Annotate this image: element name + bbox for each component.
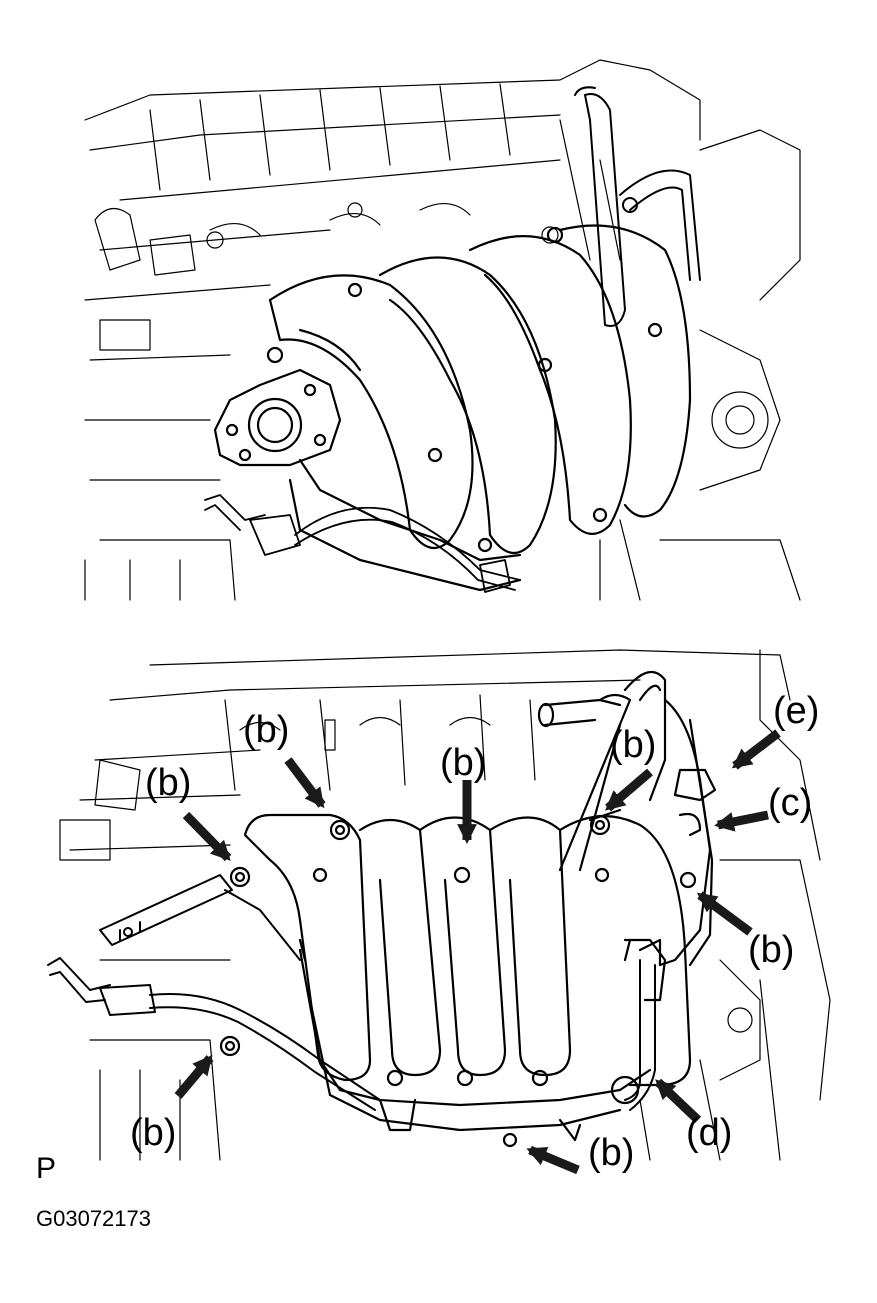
arrow-b-lower-left bbox=[174, 1054, 214, 1099]
label-b-right: (b) bbox=[748, 929, 794, 971]
label-c: (c) bbox=[768, 782, 812, 824]
top-engine-background bbox=[84, 59, 801, 601]
label-b-upper-left: (b) bbox=[145, 762, 191, 804]
bottom-intake-manifold bbox=[219, 808, 697, 1148]
label-b-upper-center: (b) bbox=[440, 742, 486, 784]
callout-labels: (b) (b) (b) (b) (e) (c) (b) (b) (b) (d) bbox=[130, 690, 819, 1174]
bottom-throttle-bracket bbox=[47, 874, 381, 1111]
top-intake-manifold bbox=[213, 224, 692, 592]
arrow-b-lower-center bbox=[526, 1145, 580, 1175]
label-b-lower-center: (b) bbox=[588, 1132, 634, 1174]
view-code: P bbox=[36, 1152, 57, 1185]
top-breather-pipe bbox=[574, 86, 701, 327]
figure-number: G03072173 bbox=[36, 1206, 151, 1231]
top-view-engine bbox=[84, 59, 801, 601]
arrow-b-upper-mid-left bbox=[284, 757, 326, 809]
bottom-engine-background bbox=[59, 649, 831, 1161]
arrow-b-upper-left bbox=[182, 811, 232, 862]
arrow-e bbox=[731, 729, 781, 770]
arrow-c bbox=[714, 810, 769, 832]
label-e: (e) bbox=[773, 690, 819, 732]
arrow-b-right bbox=[696, 891, 753, 936]
arrow-d bbox=[654, 1078, 702, 1124]
callout-arrows bbox=[174, 729, 781, 1175]
label-b-lower-left: (b) bbox=[130, 1112, 176, 1154]
label-b-upper-right: (b) bbox=[610, 724, 656, 766]
label-d: (d) bbox=[686, 1112, 732, 1154]
arrow-b-upper-right bbox=[604, 768, 653, 812]
bottom-view-engine bbox=[47, 649, 831, 1161]
label-b-upper-mid-left: (b) bbox=[243, 709, 289, 751]
top-vacuum-hoses bbox=[204, 494, 521, 593]
bottom-breather-pipe bbox=[537, 670, 717, 967]
bottom-hose-right bbox=[624, 959, 656, 1111]
